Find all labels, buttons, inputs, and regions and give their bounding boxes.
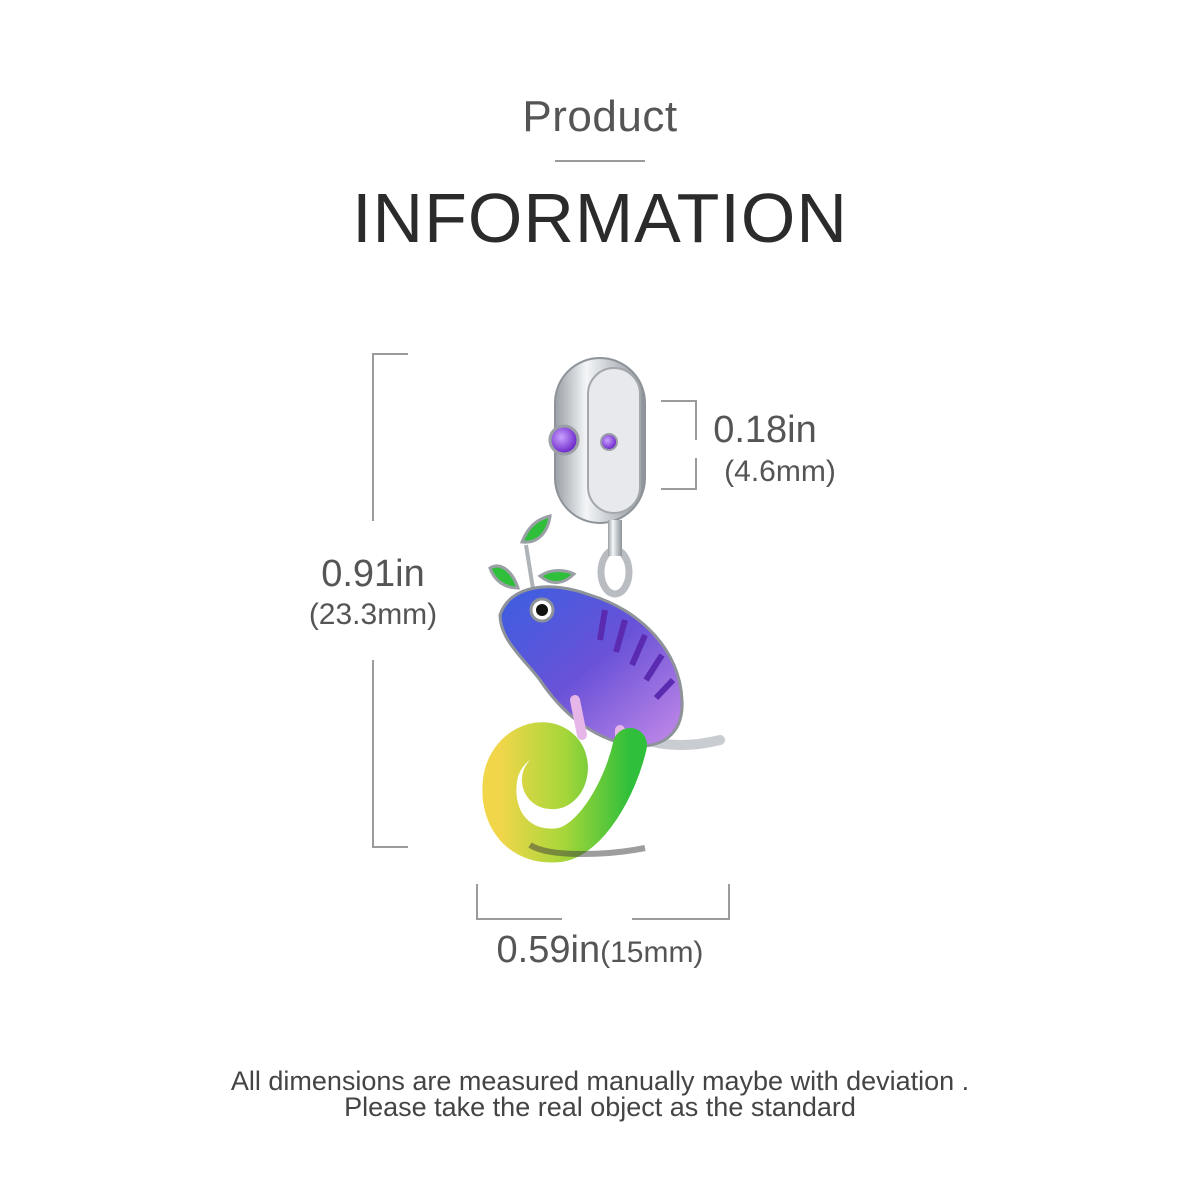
height-upper-line [372,353,374,521]
jump-ring [597,520,633,598]
chameleon-charm-image [482,357,725,863]
height-top-tick [372,353,408,355]
width-mm: (15mm) [600,936,704,969]
bail-upper-line [695,400,697,440]
bail-inches: 0.18in [713,409,817,451]
bail-ring [548,357,646,524]
height-bottom-tick [372,846,408,848]
title-information: INFORMATION [352,179,848,257]
width-label: 0.59in(15mm) [420,930,780,970]
height-mm: (23.3mm) [308,598,438,631]
bail-lower-line [695,458,697,490]
title-product: Product [522,92,678,141]
width-inches: 0.59in [496,929,601,971]
bail-top-tick [661,400,697,402]
width-right-line [632,918,730,920]
bail-bottom-tick [661,488,697,490]
chameleon-tail [482,722,647,863]
width-left-tick [476,884,478,920]
disclaimer-line-1: All dimensions are measured manually may… [230,1066,970,1096]
height-inches: 0.91in [321,553,425,595]
title-divider [555,160,645,162]
leaves [488,514,577,596]
disclaimer-line-2: Please take the real object as the stand… [344,1092,856,1122]
width-right-tick [728,884,730,920]
bail-mm: (4.6mm) [724,455,836,488]
width-left-line [476,918,562,920]
height-lower-line [372,660,374,848]
